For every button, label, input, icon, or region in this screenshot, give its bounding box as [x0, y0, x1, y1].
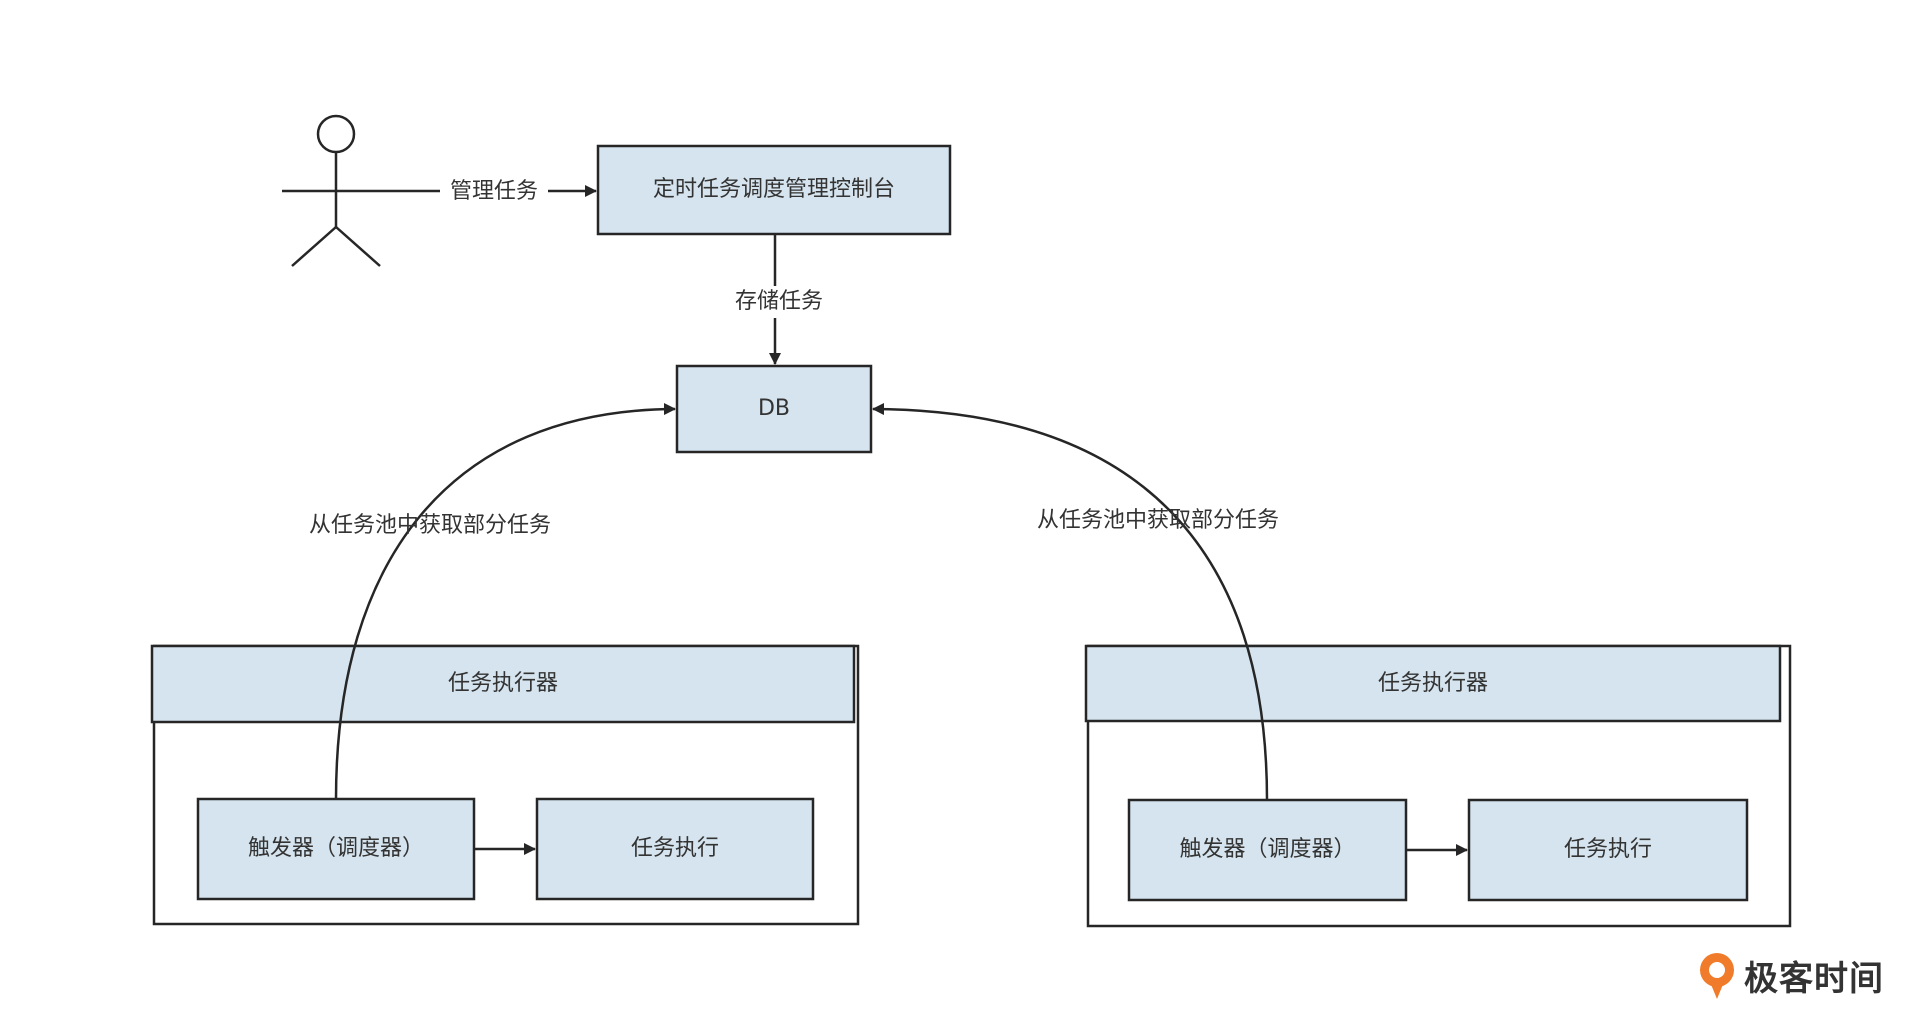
left-task-label: 任务执行 [630, 836, 719, 861]
right-executor [1084, 644, 1792, 928]
right-task-box [1467, 798, 1749, 902]
left-executor [150, 644, 860, 926]
left-executor-title: 任务执行器 [447, 671, 558, 696]
right-task-label: 任务执行 [1563, 837, 1652, 862]
left-executor-header [150, 644, 856, 724]
right-trigger-label: 触发器（调度器） [1179, 837, 1356, 862]
console-box [596, 144, 952, 236]
stick-figure-icon [282, 114, 390, 267]
left-trigger-box [196, 797, 476, 901]
edge-fetch-left-label: 从任务池中获取部分任务 [308, 513, 551, 538]
edge-store-label: 存储任务 [722, 286, 836, 318]
right-trigger-box [1127, 798, 1408, 902]
right-executor-header [1084, 644, 1782, 723]
db-label: DB [757, 396, 791, 421]
edge-manage-label: 管理任务 [440, 177, 548, 207]
edge-fetch-left [334, 403, 676, 800]
console-label: 定时任务调度管理控制台 [652, 177, 895, 202]
right-executor-title: 任务执行器 [1377, 670, 1488, 696]
watermark-text: 极客时间 [1744, 958, 1884, 999]
left-task-box [535, 797, 815, 901]
edge-fetch-right-label: 从任务池中获取部分任务 [1036, 508, 1279, 533]
edge-fetch-right [872, 403, 1269, 801]
geektime-logo-icon [1700, 953, 1734, 999]
db-box [675, 364, 873, 454]
left-trigger-label: 触发器（调度器） [247, 836, 424, 861]
geektime-watermark: 极客时间 [1696, 950, 1884, 1000]
